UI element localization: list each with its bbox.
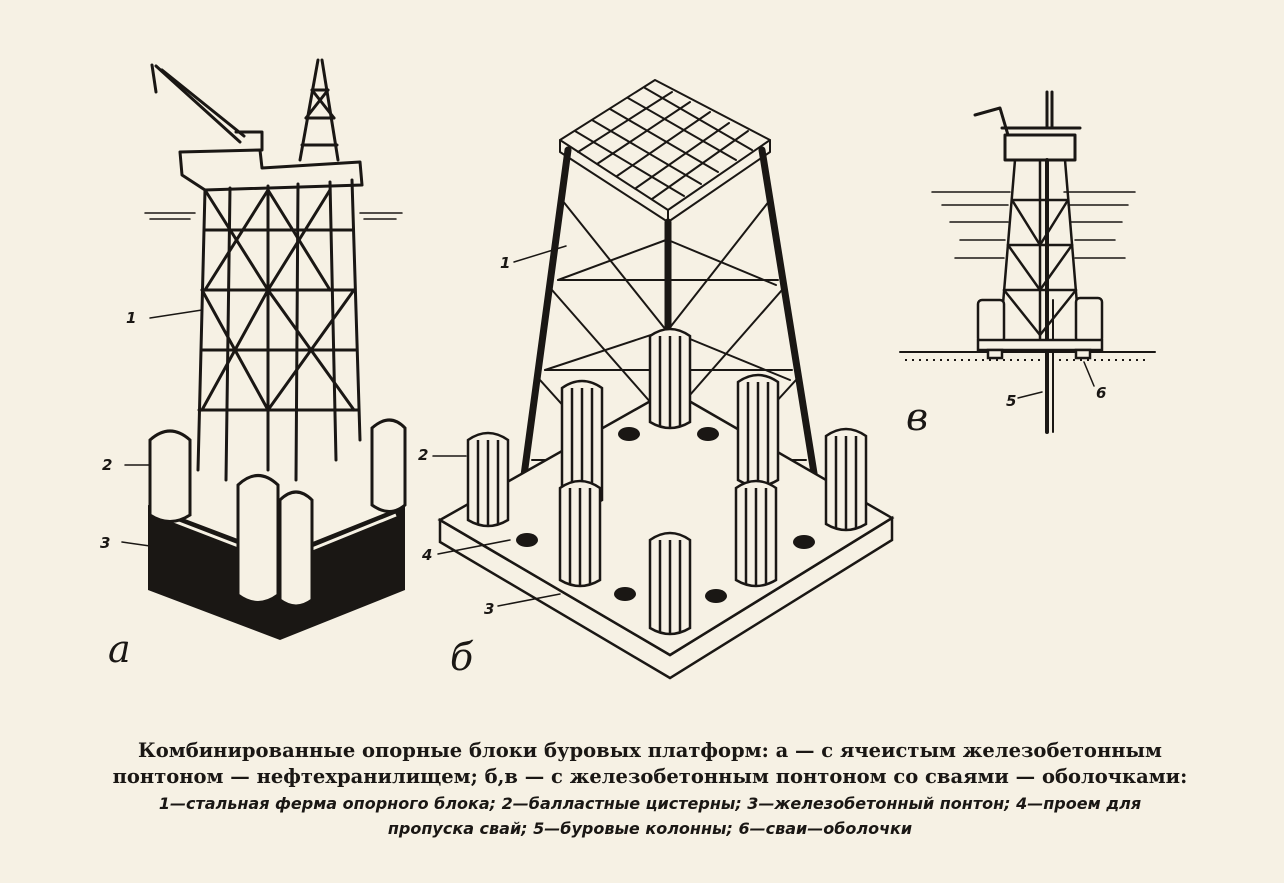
label-a-2: 2	[102, 456, 112, 474]
figure-caption: Комбинированные опорные блоки буровых пл…	[60, 738, 1240, 840]
platform-c: 5 6 в	[899, 90, 1156, 439]
label-a-3: 3	[100, 534, 110, 552]
label-b-2: 2	[418, 446, 428, 464]
platform-b-pile-clusters	[466, 327, 868, 636]
caption-title-line-2: понтоном — нефтехранилищем; б,в — с желе…	[112, 765, 1188, 788]
platform-a-crane	[150, 63, 264, 152]
platform-a-tanks	[148, 418, 407, 608]
caption-legend-line-1: 1—стальная ферма опорного блока; 2—балла…	[158, 794, 1142, 813]
platform-a: 1 2 3 а	[100, 58, 407, 671]
caption-legend-line-2: пропуска свай; 5—буровые колонны; 6—сваи…	[387, 819, 913, 838]
platform-a-derrick	[298, 58, 340, 162]
platform-a-deck	[178, 148, 364, 192]
platform-c-water	[931, 191, 1136, 259]
platform-c-topside	[973, 90, 1082, 162]
label-c-5: 5	[1006, 392, 1016, 410]
letter-b: б	[450, 635, 474, 679]
platform-c-base	[976, 296, 1104, 360]
platform-a-water	[144, 212, 403, 220]
label-b-1: 1	[500, 254, 510, 272]
platform-c-tower	[998, 158, 1082, 342]
label-b-4: 4	[421, 546, 432, 564]
letter-a: а	[108, 627, 131, 671]
label-c-6: 6	[1096, 384, 1106, 402]
platform-b: 1 2 3 4 б	[418, 79, 895, 680]
platform-b-openings	[516, 427, 815, 603]
letter-c: в	[906, 395, 928, 439]
label-b-3: 3	[484, 600, 494, 618]
caption-title-line-1: Комбинированные опорные блоки буровых пл…	[138, 739, 1162, 762]
platform-a-truss	[196, 178, 362, 482]
platform-b-deck	[559, 79, 771, 223]
label-a-1: 1	[126, 309, 136, 327]
